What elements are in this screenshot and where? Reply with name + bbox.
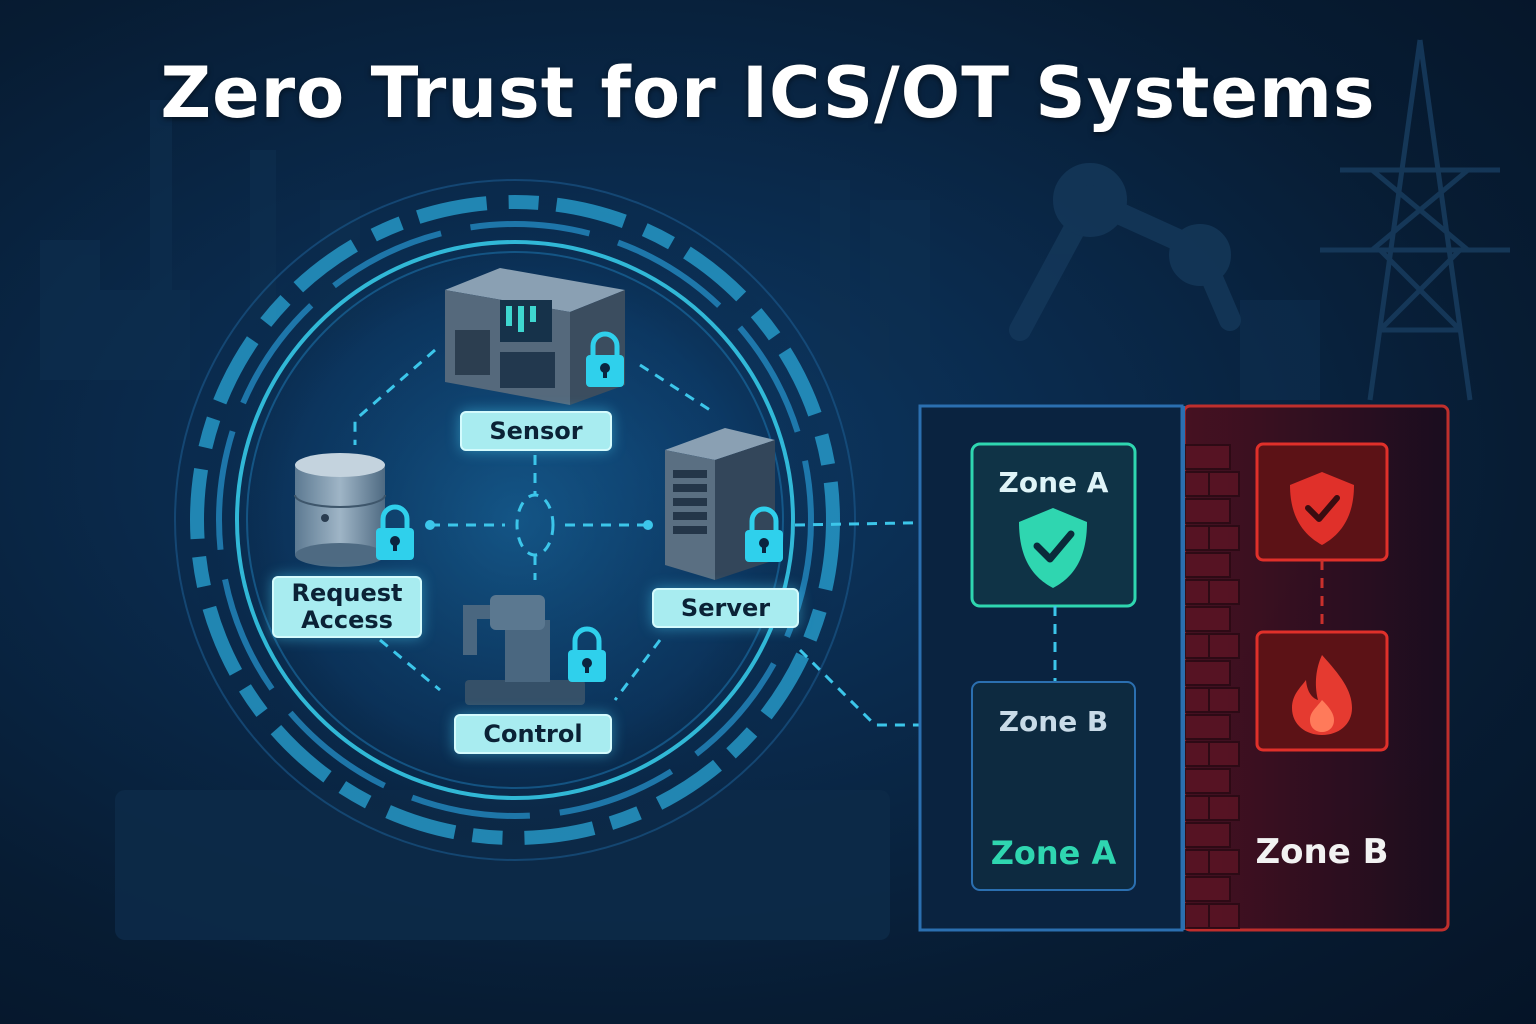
page-title: Zero Trust for ICS/OT Systems xyxy=(160,52,1376,134)
robot-actuator-icon xyxy=(463,595,585,705)
firewall-brick-wall xyxy=(1184,444,1240,929)
zone-b-card xyxy=(971,681,1136,891)
shield-check-icon xyxy=(1290,472,1354,545)
trust-perimeter-rings xyxy=(174,179,856,861)
power-pylon-silhouette xyxy=(1320,39,1510,401)
request-access-label: Request Access xyxy=(272,576,422,638)
zone-b-footer-label: Zone B xyxy=(1255,832,1389,872)
zone-a-footer-label: Zone A xyxy=(990,834,1117,872)
ring-glow xyxy=(185,190,845,850)
control-label: Control xyxy=(454,714,612,754)
server-label: Server xyxy=(652,588,799,628)
sensor-label: Sensor xyxy=(460,411,612,451)
connection-lines xyxy=(353,348,711,701)
shield-check-icon xyxy=(1019,508,1087,588)
connection-node-dot xyxy=(643,520,653,530)
fire-icon xyxy=(1292,655,1352,735)
database-icon xyxy=(294,453,386,567)
zone-a-card-label: Zone A xyxy=(998,466,1109,499)
connection-node-dot xyxy=(425,520,435,530)
robot-arm-silhouette xyxy=(1009,163,1241,341)
zone-b-card-label: Zone B xyxy=(998,705,1109,738)
pedestal-base xyxy=(115,790,890,940)
